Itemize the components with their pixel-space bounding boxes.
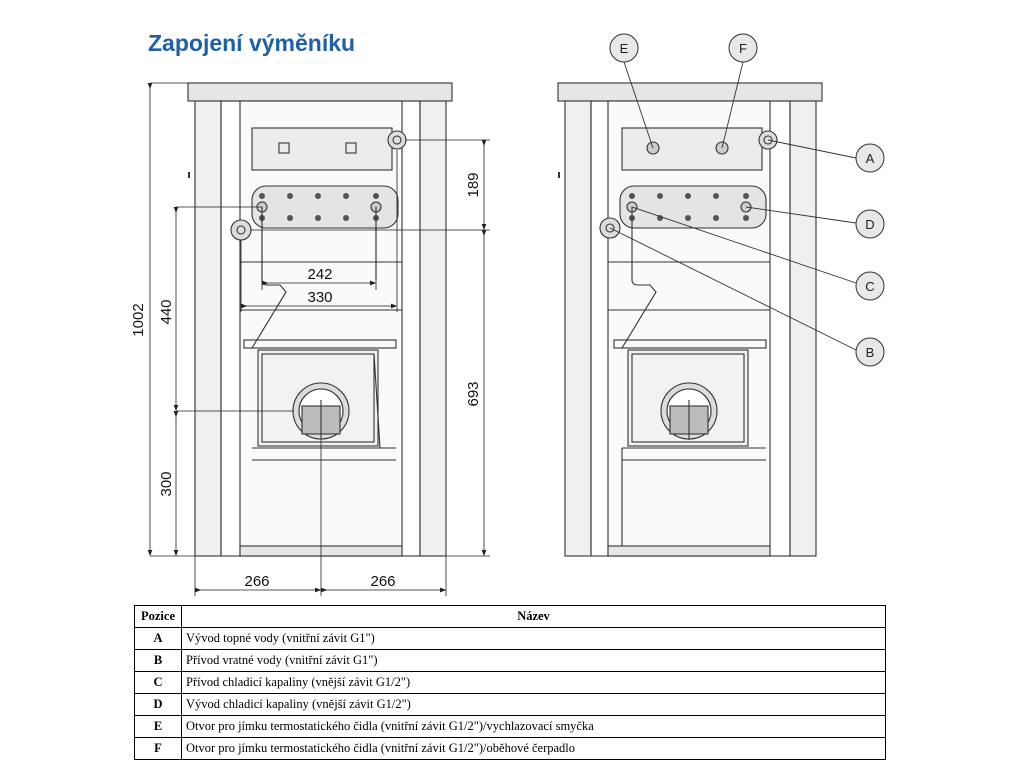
connection-table: Pozice Název A Vývod topné vody (vnitřní… xyxy=(134,605,886,760)
front-view-with-dimensions xyxy=(187,82,453,557)
technical-drawing: 1002 440 300 189 693 242 330 266 266 xyxy=(130,33,885,596)
dim-offset-top: 189 xyxy=(465,172,482,197)
table-header-row: Pozice Název xyxy=(134,605,886,628)
dim-height-total: 1002 xyxy=(130,303,147,336)
table-row: A Vývod topné vody (vnitřní závit G1") xyxy=(134,627,886,650)
callout-b-label: B xyxy=(866,345,875,360)
row-name: Přívod vratné vody (vnitřní závit G1") xyxy=(181,649,886,672)
dim-width-right: 266 xyxy=(370,573,395,590)
callout-a: A xyxy=(855,143,885,173)
callout-f: F xyxy=(728,33,758,63)
callout-b: B xyxy=(855,337,885,367)
table-row: F Otvor pro jímku termostatického čidla … xyxy=(134,737,886,760)
header-name: Název xyxy=(181,605,886,628)
header-position: Pozice xyxy=(134,605,182,628)
table-row: E Otvor pro jímku termostatického čidla … xyxy=(134,715,886,738)
callout-c-label: C xyxy=(865,279,874,294)
dimension-lines-left xyxy=(147,82,490,596)
table-row: B Přívod vratné vody (vnitřní závit G1") xyxy=(134,649,886,672)
front-view-with-callouts xyxy=(557,82,823,557)
callout-a-label: A xyxy=(866,151,875,166)
callout-f-label: F xyxy=(739,41,747,56)
callout-e-label: E xyxy=(620,41,629,56)
row-name: Vývod chladicí kapaliny (vnější závit G1… xyxy=(181,693,886,716)
page-title: Zapojení výměníku xyxy=(148,30,356,56)
row-position: B xyxy=(134,649,182,672)
dim-width-left: 266 xyxy=(244,573,269,590)
leader-lines xyxy=(609,61,857,351)
callout-d-label: D xyxy=(865,217,874,232)
table-row: C Přívod chladicí kapaliny (vnější závit… xyxy=(134,671,886,694)
table-row: D Vývod chladicí kapaliny (vnější závit … xyxy=(134,693,886,716)
dim-height-upper-connection: 693 xyxy=(465,381,482,406)
dim-spacing-outer: 330 xyxy=(307,289,332,306)
callout-d: D xyxy=(855,209,885,239)
dim-height-burner: 300 xyxy=(158,471,175,496)
row-position: D xyxy=(134,693,182,716)
row-name: Přívod chladicí kapaliny (vnější závit G… xyxy=(181,671,886,694)
row-name: Vývod topné vody (vnitřní závit G1") xyxy=(181,627,886,650)
row-position: F xyxy=(134,737,182,760)
row-position: C xyxy=(134,671,182,694)
callout-e: E xyxy=(609,33,639,63)
dim-height-lower-connection: 440 xyxy=(158,299,175,324)
dim-spacing-inner: 242 xyxy=(307,266,332,283)
row-name: Otvor pro jímku termostatického čidla (v… xyxy=(181,715,886,738)
row-name: Otvor pro jímku termostatického čidla (v… xyxy=(181,737,886,760)
row-position: E xyxy=(134,715,182,738)
callout-c: C xyxy=(855,271,885,301)
row-position: A xyxy=(134,627,182,650)
